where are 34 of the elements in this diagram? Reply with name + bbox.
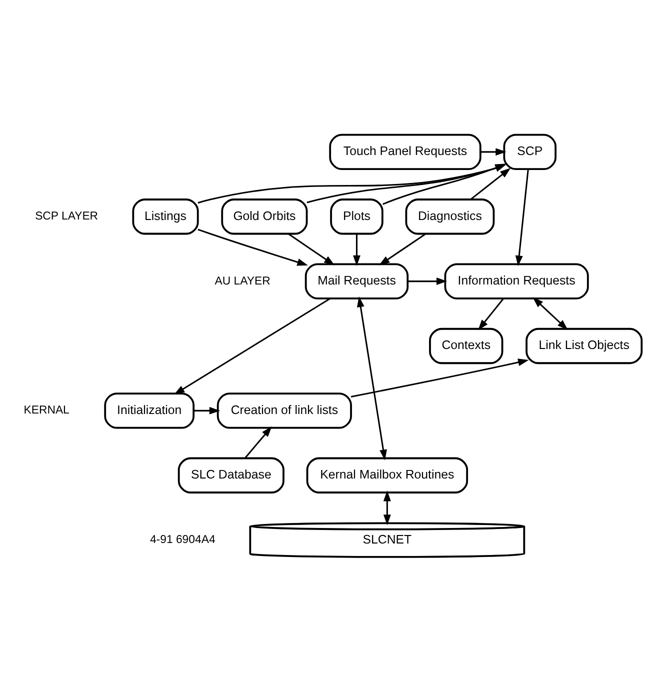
node-box: Information Requests bbox=[444, 263, 589, 300]
arrow bbox=[356, 296, 387, 460]
label: 4-91 6904A4 bbox=[150, 534, 216, 546]
arrow bbox=[174, 298, 330, 395]
arrow bbox=[378, 233, 426, 266]
arrow bbox=[244, 426, 272, 458]
label: KERNAL bbox=[24, 404, 70, 417]
label: SCP LAYER bbox=[35, 210, 98, 223]
arrow bbox=[532, 297, 568, 330]
node-box: Kernal Mailbox Routines bbox=[306, 457, 468, 494]
node-box: Mail Requests bbox=[304, 263, 409, 300]
arrow bbox=[198, 228, 308, 266]
arrow bbox=[408, 278, 448, 286]
arrow bbox=[383, 490, 391, 526]
arrow bbox=[470, 168, 511, 200]
node-box: Initialization bbox=[104, 392, 195, 429]
node-box: Gold Orbits bbox=[221, 198, 308, 235]
arrow bbox=[515, 169, 529, 266]
arrow bbox=[478, 298, 504, 330]
node-box: Touch Panel Requests bbox=[329, 134, 482, 170]
label: AU LAYER bbox=[214, 275, 270, 288]
arrow bbox=[353, 234, 360, 266]
node-box: SCP bbox=[503, 134, 556, 170]
arrow bbox=[288, 233, 335, 266]
arrow bbox=[194, 406, 220, 414]
node-box: SLC Database bbox=[178, 457, 284, 494]
node-box: Contexts bbox=[429, 328, 504, 364]
node-box: Plots bbox=[330, 198, 384, 235]
node-box: Link List Objects bbox=[526, 328, 643, 364]
node-box: Diagnostics bbox=[405, 198, 495, 235]
arrow bbox=[350, 358, 529, 398]
arrow bbox=[480, 148, 506, 156]
node-box: Listings bbox=[132, 198, 199, 235]
node-box: Creation of link lists bbox=[216, 392, 352, 429]
